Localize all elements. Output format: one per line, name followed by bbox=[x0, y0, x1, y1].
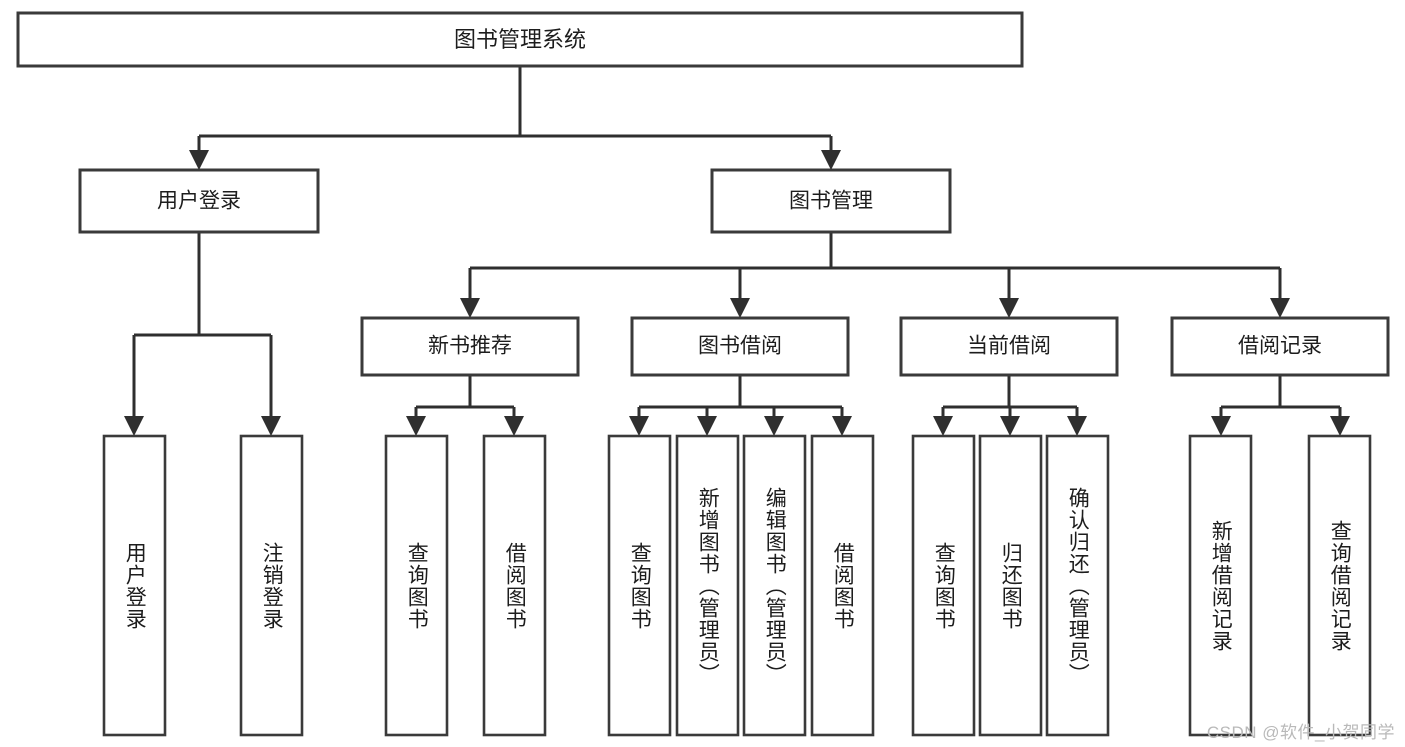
leaf-box-user-login-2[interactable] bbox=[239, 434, 304, 737]
node-new-book-recommend[interactable]: 新书推荐 bbox=[360, 316, 580, 377]
leaf-box-borrow-record-2[interactable] bbox=[1307, 434, 1372, 737]
leaf-box-book-borrow-1[interactable] bbox=[607, 434, 672, 737]
leaf-box-current-borrow-1[interactable] bbox=[911, 434, 976, 737]
leaf-box-user-login-1[interactable] bbox=[102, 434, 167, 737]
connector-currentborrow-to-leaves bbox=[933, 375, 1087, 436]
csdn-watermark: CSDN @软件_小贺同学 bbox=[1206, 723, 1395, 742]
node-root-book-management-system[interactable]: 图书管理系统 bbox=[16, 11, 1024, 68]
node-borrow-record[interactable]: 借阅记录 bbox=[1170, 316, 1390, 377]
leaf-box-new-book-1[interactable] bbox=[384, 434, 449, 737]
leaf-box-new-book-2[interactable] bbox=[482, 434, 547, 737]
connector-level2-userlogin-to-leaves bbox=[124, 232, 281, 436]
connector-bookborrow-to-leaves bbox=[629, 375, 852, 436]
leaf-box-borrow-record-1[interactable] bbox=[1188, 434, 1253, 737]
leaf-box-current-borrow-2[interactable] bbox=[978, 434, 1043, 737]
node-root-label: 图书管理系统 bbox=[454, 27, 586, 52]
node-borrow-record-label: 借阅记录 bbox=[1238, 335, 1322, 358]
leaf-box-current-borrow-3[interactable] bbox=[1045, 434, 1110, 737]
leaf-box-book-borrow-3[interactable] bbox=[742, 434, 807, 737]
node-book-management[interactable]: 图书管理 bbox=[710, 168, 952, 234]
connector-borrowrecord-to-leaves bbox=[1211, 375, 1350, 436]
node-book-borrow-label: 图书借阅 bbox=[698, 335, 782, 358]
leaf-box-book-borrow-2[interactable] bbox=[675, 434, 740, 737]
node-current-borrow[interactable]: 当前借阅 bbox=[899, 316, 1119, 377]
leaf-box-book-borrow-4[interactable] bbox=[810, 434, 875, 737]
node-new-book-recommend-label: 新书推荐 bbox=[428, 335, 512, 358]
node-user-login-label: 用户登录 bbox=[157, 190, 241, 213]
node-book-management-label: 图书管理 bbox=[789, 190, 873, 213]
connector-level2-bookmgmt-to-level3 bbox=[460, 232, 1290, 318]
node-book-borrow[interactable]: 图书借阅 bbox=[630, 316, 850, 377]
node-current-borrow-label: 当前借阅 bbox=[967, 335, 1051, 358]
node-user-login[interactable]: 用户登录 bbox=[78, 168, 320, 234]
connector-newbook-to-leaves bbox=[406, 375, 524, 436]
connector-root-to-level2 bbox=[189, 66, 841, 170]
